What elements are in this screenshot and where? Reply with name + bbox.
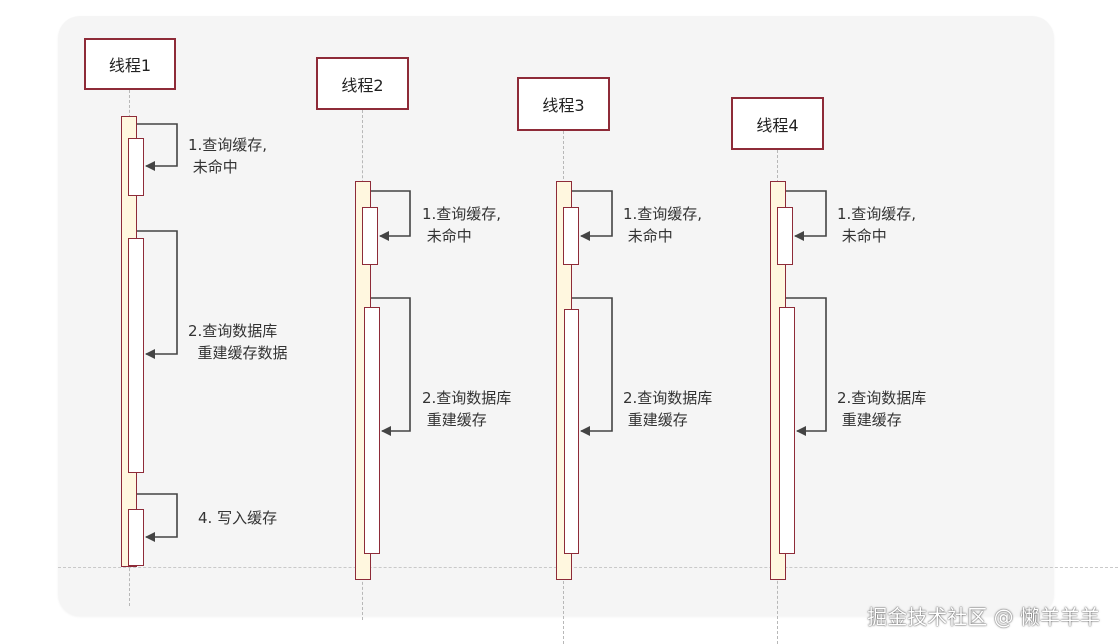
thread-4-query-label: 1.查询缓存, 未命中 bbox=[837, 205, 917, 245]
thread-4-query-activation bbox=[777, 207, 793, 265]
thread-2-query-label: 1.查询缓存, 未命中 bbox=[422, 205, 502, 245]
thread-3-db-arrow bbox=[572, 297, 613, 436]
thread-1-db-arrow bbox=[137, 230, 178, 359]
thread-4-header: 线程4 bbox=[731, 97, 824, 150]
thread-4-db-arrow bbox=[786, 297, 827, 436]
thread-1-db-activation bbox=[128, 238, 144, 473]
thread-4-db-activation bbox=[779, 307, 795, 554]
thread-2-query-activation bbox=[362, 207, 378, 265]
thread-2-db-label: 2.查询数据库 重建缓存 bbox=[422, 389, 512, 429]
thread-1-header: 线程1 bbox=[84, 38, 176, 90]
thread-1-query-activation bbox=[128, 138, 144, 196]
thread-1-query-arrow bbox=[137, 123, 178, 171]
thread-3-query-label: 1.查询缓存, 未命中 bbox=[623, 205, 703, 245]
thread-1-db-label: 2.查询数据库 重建缓存数据 bbox=[188, 322, 288, 362]
thread-3-db-activation bbox=[564, 309, 579, 554]
thread-3-title: 线程3 bbox=[542, 96, 585, 115]
thread-2-db-activation bbox=[364, 307, 380, 554]
thread-3-query-arrow bbox=[572, 190, 613, 241]
thread-1-write-label: 4. 写入缓存 bbox=[198, 509, 278, 527]
thread-1-write-arrow bbox=[137, 493, 178, 542]
thread-2-query-arrow bbox=[371, 190, 411, 241]
thread-2-title: 线程2 bbox=[341, 75, 384, 95]
watermark: 掘金技术社区 @ 懒羊羊羊 bbox=[867, 605, 1100, 629]
thread-4-query-arrow bbox=[786, 190, 827, 241]
thread-4-db-label: 2.查询数据库 重建缓存 bbox=[837, 389, 927, 429]
thread-3-db-label: 2.查询数据库 重建缓存 bbox=[623, 389, 713, 429]
thread-2-db-arrow bbox=[371, 297, 411, 436]
thread-3-header: 线程3 bbox=[517, 77, 610, 131]
panel-divider bbox=[58, 567, 1118, 568]
thread-2-header: 线程2 bbox=[316, 57, 409, 110]
thread-4-title: 线程4 bbox=[756, 115, 799, 135]
thread-1-write-activation bbox=[128, 509, 144, 566]
thread-3-query-activation bbox=[563, 207, 579, 265]
thread-1-query-label: 1.查询缓存, 未命中 bbox=[188, 136, 268, 176]
thread-1-title: 线程1 bbox=[108, 56, 152, 75]
